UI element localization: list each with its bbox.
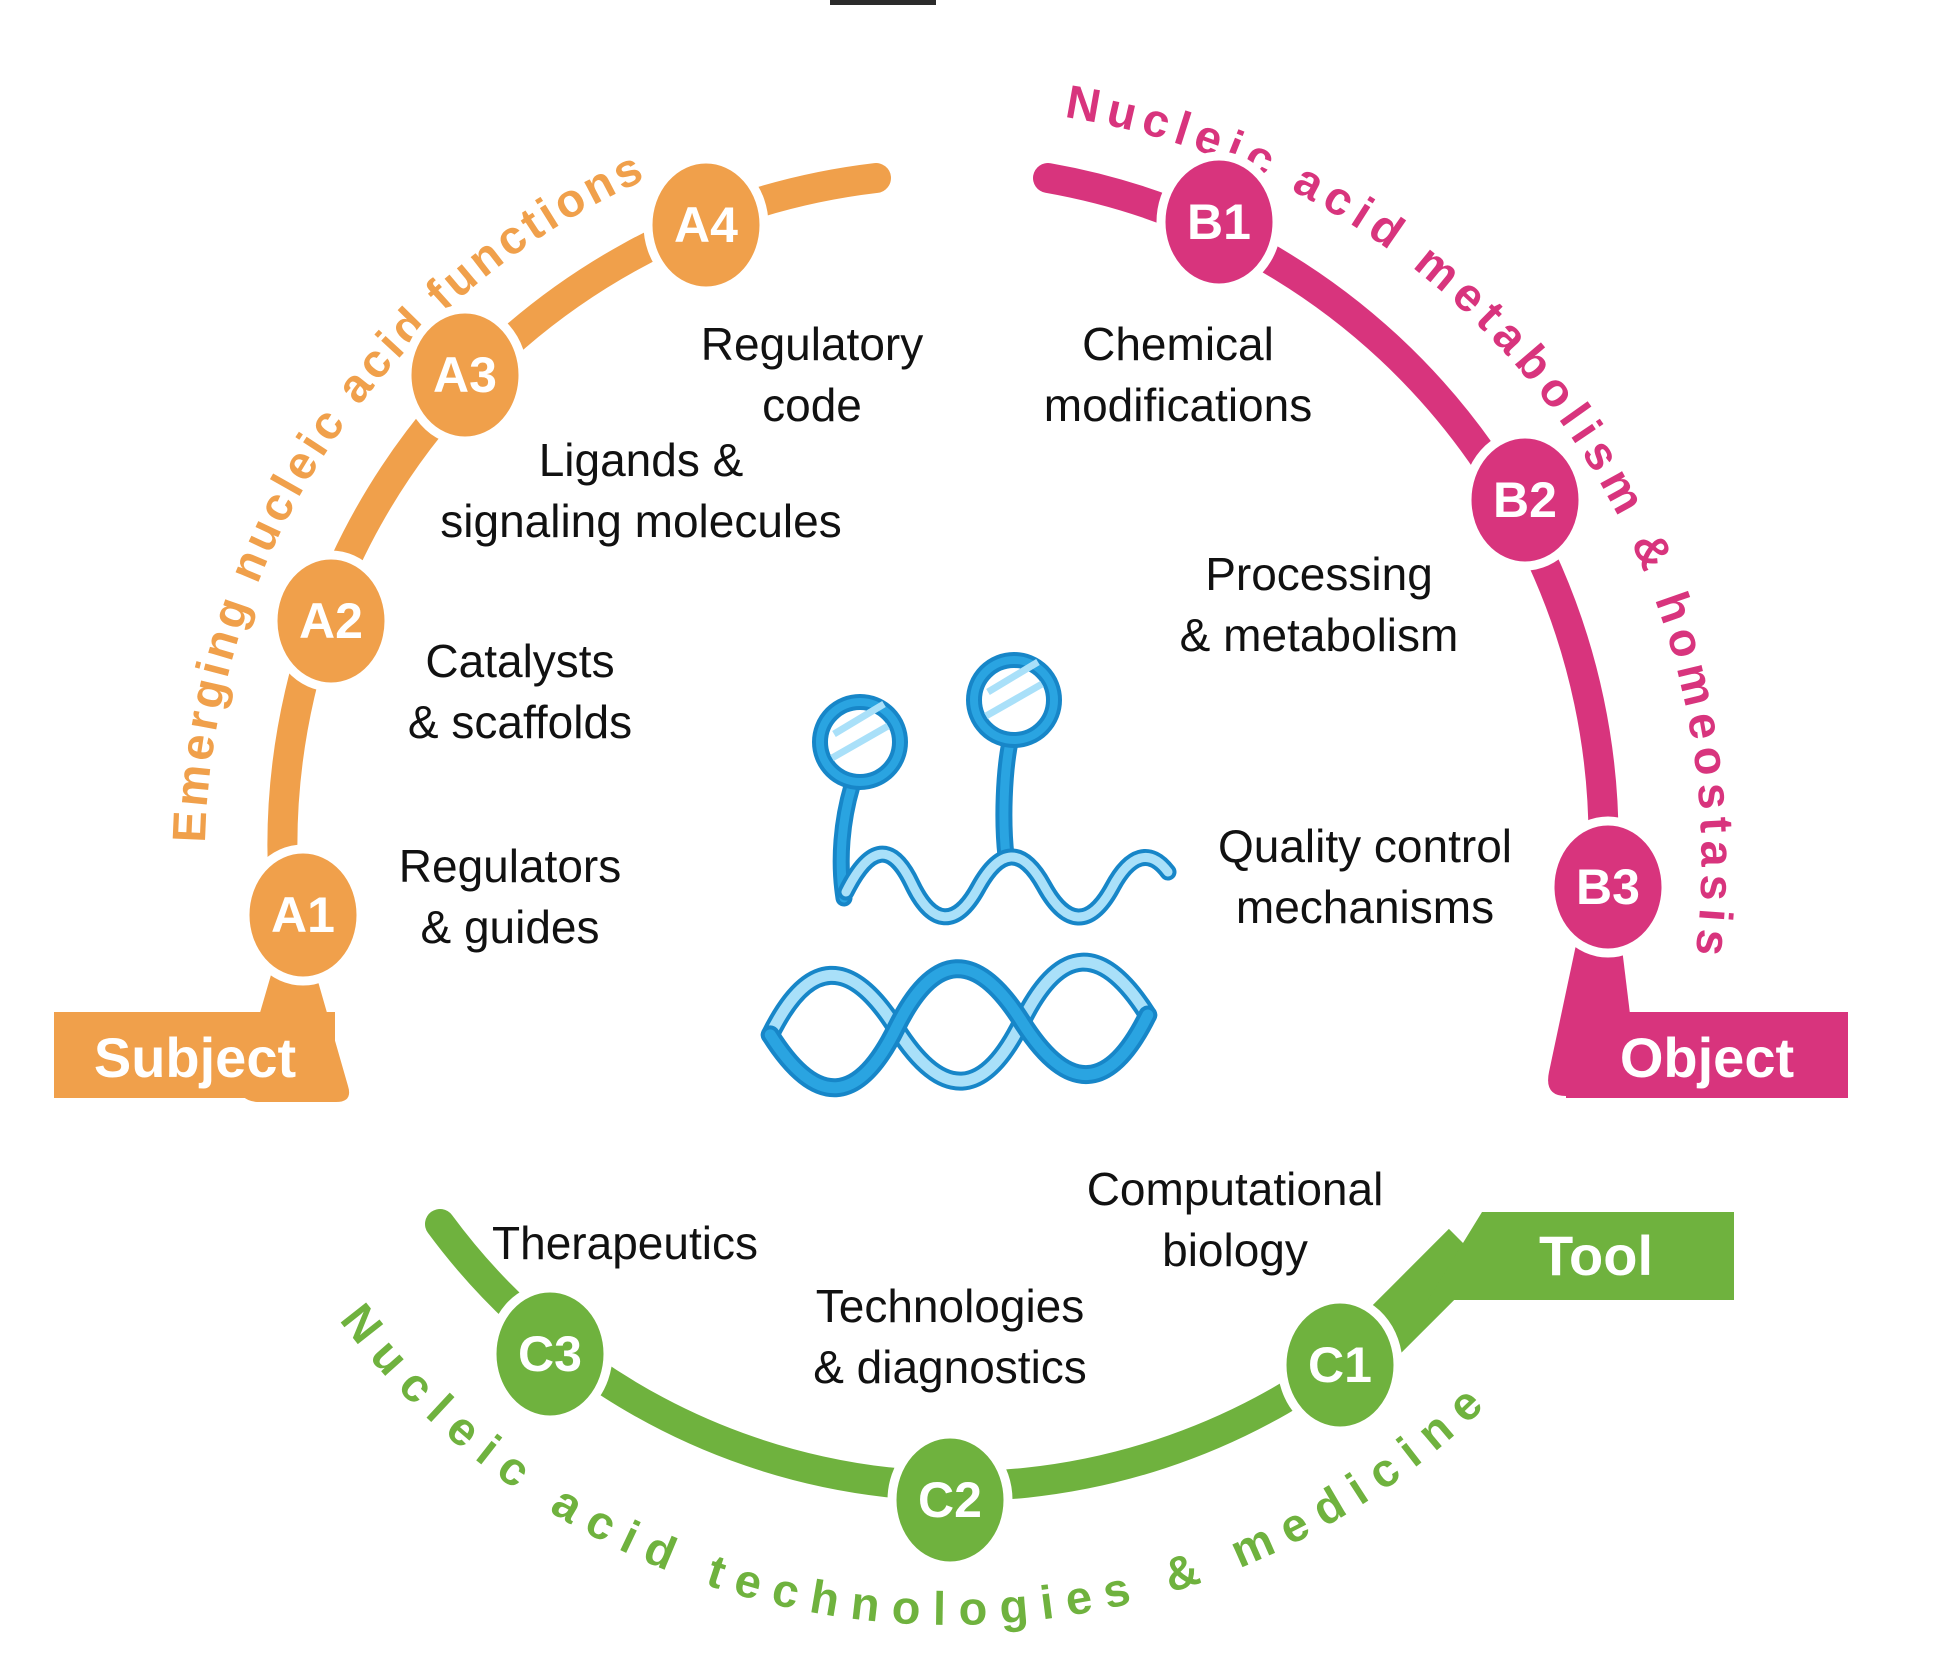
node-a3-annotation: Ligands & signaling molecules [440, 434, 841, 547]
node-a4-annotation-line2: code [762, 379, 862, 431]
node-b3-id: B3 [1576, 859, 1640, 915]
node-b3-annotation-line2: mechanisms [1236, 881, 1494, 933]
node-c3-id: C3 [518, 1326, 582, 1382]
object-banner: Object [1548, 926, 1848, 1098]
node-b2-annotation: Processing & metabolism [1180, 548, 1459, 661]
node-c2-circle [887, 1429, 1013, 1571]
rna-loop1-rung2 [832, 700, 886, 738]
arc-a-emerging-functions [267, 163, 891, 967]
node-a3-annotation-line1: Ligands & [539, 434, 744, 486]
node-a1-annotation-line2: & guides [420, 901, 599, 953]
node-a4: A4 [643, 154, 769, 296]
node-c1-circle [1277, 1294, 1403, 1436]
node-c2-annotation: Technologies & diagnostics [813, 1280, 1087, 1393]
node-b2-id: B2 [1493, 472, 1557, 528]
node-b1-id: B1 [1187, 194, 1251, 250]
node-b1-annotation: Chemical modifications [1044, 318, 1312, 431]
node-c2-annotation-line1: Technologies [816, 1280, 1085, 1332]
rna-loop2-rung [984, 680, 1044, 720]
node-c1-annotation: Computational biology [1087, 1163, 1384, 1276]
node-c2-annotation-line2: & diagnostics [813, 1341, 1087, 1393]
node-a1-circle [240, 844, 366, 986]
node-a4-annotation-line1: Regulatory [701, 318, 923, 370]
node-c3-annotation: Therapeutics [492, 1217, 758, 1269]
node-c1: C1 [1277, 1294, 1403, 1436]
rna-hairpins-illustration [820, 660, 1168, 917]
node-a3-id: A3 [433, 347, 497, 403]
object-banner-rect [1566, 1012, 1848, 1098]
tool-banner-label: Tool [1539, 1224, 1653, 1287]
node-c1-id: C1 [1308, 1337, 1372, 1393]
node-a4-circle [643, 154, 769, 296]
node-b1-annotation-line2: modifications [1044, 379, 1312, 431]
node-a2-annotation-line2: & scaffolds [408, 696, 632, 748]
node-a3-annotation-line2: signaling molecules [440, 495, 841, 547]
node-b1-circle [1156, 151, 1282, 293]
node-b2-circle [1462, 429, 1588, 571]
node-b1: B1 [1156, 151, 1282, 293]
node-a3-circle [402, 304, 528, 446]
node-a1: A1 [240, 844, 366, 986]
node-b3-circle [1545, 816, 1671, 958]
node-a4-annotation: Regulatory code [701, 318, 923, 431]
node-a2: A2 [268, 550, 394, 692]
rna-loop1-rung [830, 722, 890, 762]
cropped-title-fragment [830, 0, 936, 5]
subject-banner-label: Subject [94, 1026, 296, 1089]
node-b1-annotation-line1: Chemical [1082, 318, 1274, 370]
node-c3: C3 [487, 1283, 613, 1425]
subject-banner-rect [54, 1012, 335, 1098]
node-b3: B3 [1545, 816, 1671, 958]
node-a1-id: A1 [271, 887, 335, 943]
node-a2-annotation: Catalysts & scaffolds [408, 635, 632, 748]
node-b2-annotation-line2: & metabolism [1180, 609, 1459, 661]
node-c2: C2 [887, 1429, 1013, 1571]
node-a2-id: A2 [299, 593, 363, 649]
node-c1-annotation-line1: Computational [1087, 1163, 1384, 1215]
node-a3: A3 [402, 304, 528, 446]
node-a1-annotation-line1: Regulators [399, 840, 621, 892]
node-a2-circle [268, 550, 394, 692]
node-b2: B2 [1462, 429, 1588, 571]
dna-double-helix-illustration [767, 959, 1150, 1091]
node-a4-id: A4 [674, 197, 738, 253]
tool-banner: Tool [1326, 1212, 1734, 1390]
node-c2-id: C2 [918, 1472, 982, 1528]
tool-banner-rect [1428, 1212, 1734, 1300]
node-a1-annotation: Regulators & guides [399, 840, 621, 953]
object-banner-label: Object [1620, 1026, 1794, 1089]
node-c3-circle [487, 1283, 613, 1425]
subject-banner: Subject [54, 944, 350, 1102]
rna-loop2-rung2 [986, 658, 1040, 696]
node-c1-annotation-line2: biology [1162, 1224, 1308, 1276]
node-b2-annotation-line1: Processing [1205, 548, 1433, 600]
node-b3-annotation-line1: Quality control [1218, 820, 1512, 872]
node-b3-annotation: Quality control mechanisms [1218, 820, 1512, 933]
node-c3-annotation-line1: Therapeutics [492, 1217, 758, 1269]
node-a2-annotation-line1: Catalysts [425, 635, 614, 687]
